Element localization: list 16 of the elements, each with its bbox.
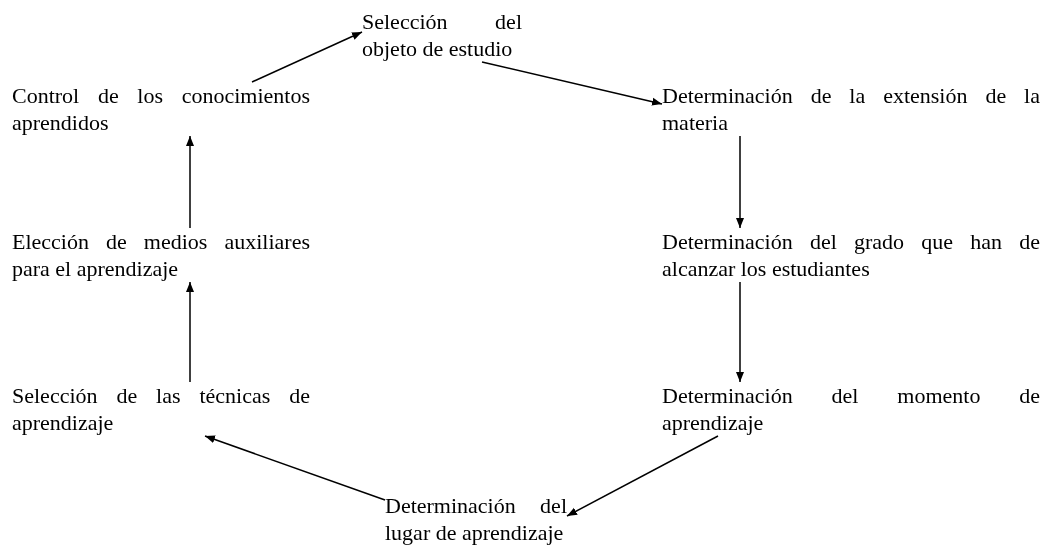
step-text: Elección de medios auxiliares para el aprendizaje (12, 228, 310, 282)
arrow (186, 281, 194, 383)
arrow (186, 135, 194, 229)
step-text: Determinación del lugar de aprendizaje (385, 492, 567, 546)
step-text: Determinación del momento de aprendizaje (662, 382, 1040, 436)
step-text: Determinación de la extensión de la materia (662, 82, 1040, 136)
step-text: Determinación del grado que han de alcanzar los estudiantes (662, 228, 1040, 282)
step-text: Selección del objeto de estudio (362, 8, 522, 62)
step-text: Selección de las técnicas de aprendizaje (12, 382, 310, 436)
arrow (736, 281, 744, 383)
arrow (251, 31, 363, 83)
arrow (481, 61, 663, 106)
step-text: Control de los conocimientos aprendidos (12, 82, 310, 136)
arrow (566, 435, 719, 517)
arrow (736, 135, 744, 229)
arrow (204, 435, 386, 501)
